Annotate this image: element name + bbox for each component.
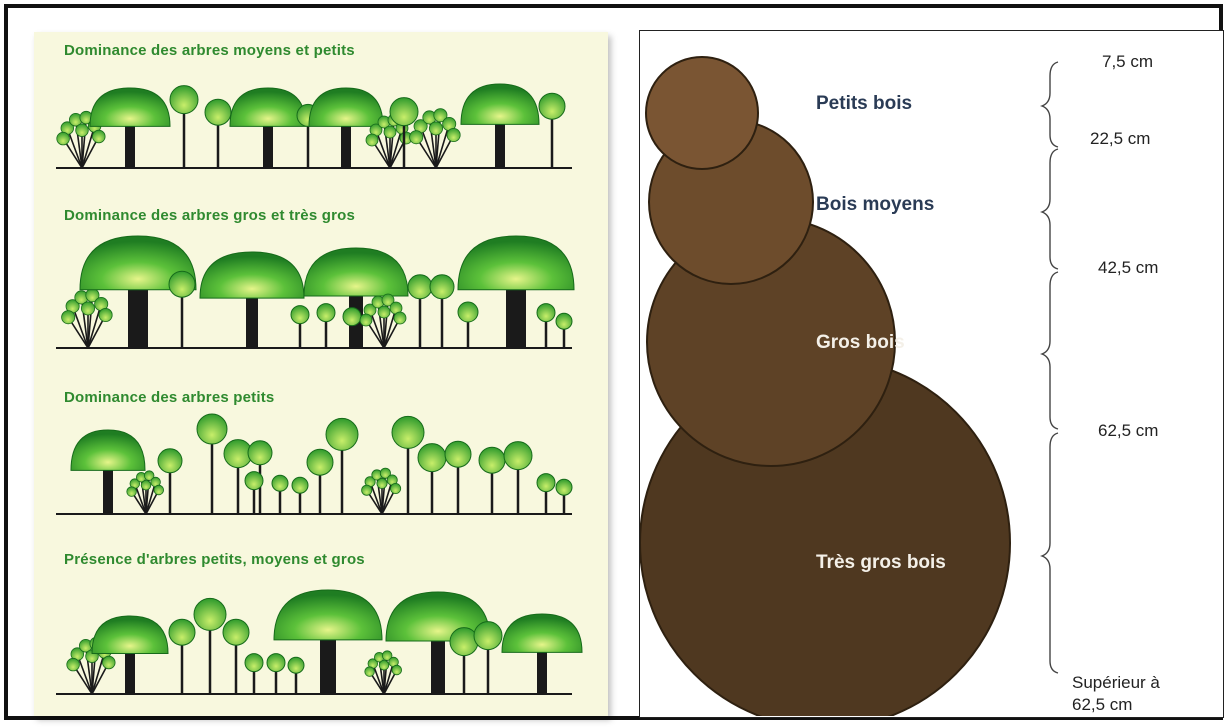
tree-crown <box>537 474 555 492</box>
shrub-leaf <box>62 311 75 324</box>
tree-crown <box>92 616 168 653</box>
tree-crown <box>223 619 249 645</box>
tree-crown <box>71 430 145 470</box>
tree-crown <box>418 444 446 472</box>
tree-crown <box>537 304 555 322</box>
label-superieur-value: 62,5 cm <box>1072 695 1132 715</box>
tree-crown <box>307 449 333 475</box>
tree-stands-illustration <box>34 32 608 716</box>
tree-crown <box>288 657 304 673</box>
tree-crown <box>450 628 478 656</box>
tree-crown <box>556 479 572 495</box>
tree-crown <box>205 99 231 125</box>
diameter-class-panel: Petits bois Bois moyens Gros bois Très g… <box>639 30 1224 718</box>
boundary-22-5-cm: 22,5 cm <box>1090 129 1150 149</box>
tree-stand-panel: Dominance des arbres moyens et petits Do… <box>34 32 608 716</box>
shrub-leaf <box>392 665 402 675</box>
tree-crown <box>169 271 195 297</box>
tree-crown <box>445 441 471 467</box>
brace-bois-moyens <box>1042 149 1058 269</box>
shrub-leaf <box>81 302 94 315</box>
shrub-leaf <box>391 483 401 493</box>
tree-crown <box>458 302 478 322</box>
tree-crown <box>539 93 565 119</box>
tree-crown <box>458 236 574 290</box>
section-title-medium-small: Dominance des arbres moyens et petits <box>64 42 355 59</box>
boundary-7-5-cm: 7,5 cm <box>1102 52 1153 72</box>
tree-crown <box>343 308 361 326</box>
tree-crown <box>309 88 383 126</box>
shrub-leaf <box>378 306 390 318</box>
tree-crown <box>502 614 582 652</box>
shrub-leaf <box>93 130 106 143</box>
shrub-leaf <box>141 480 151 490</box>
label-gros-bois: Gros bois <box>816 332 905 354</box>
tree-crown <box>169 619 195 645</box>
brace-gros-bois <box>1042 272 1058 429</box>
tree-crown <box>245 472 263 490</box>
shrub-leaf <box>360 314 372 326</box>
shrub-leaf <box>365 667 375 677</box>
shrub-leaf <box>76 124 89 137</box>
shrub-leaf <box>362 485 372 495</box>
tree-crown <box>197 414 227 444</box>
shrub-leaf <box>103 656 116 669</box>
tree-crown <box>304 248 408 296</box>
section-title-small: Dominance des arbres petits <box>64 389 274 406</box>
shrub-leaf <box>99 308 112 321</box>
label-tres-gros-bois: Très gros bois <box>816 552 946 574</box>
shrub-leaf <box>447 128 460 141</box>
tree-crown <box>317 304 335 322</box>
section-title-mixed: Présence d'arbres petits, moyens et gros <box>64 551 365 568</box>
tree-crown <box>90 88 170 126</box>
tree-crown <box>267 654 285 672</box>
shrub-leaf <box>384 126 396 138</box>
tree-crown <box>170 86 198 114</box>
tree-crown <box>200 252 304 298</box>
shrub-leaf <box>366 134 378 146</box>
figure-frame: Dominance des arbres moyens et petits Do… <box>4 4 1223 720</box>
label-petits-bois: Petits bois <box>816 93 912 115</box>
tree-crown <box>274 590 382 640</box>
shrub-leaf <box>154 485 164 495</box>
tree-crown <box>158 449 182 473</box>
tree-crown <box>248 441 272 465</box>
tree-crown <box>479 447 505 473</box>
tree-crown <box>408 275 432 299</box>
brace-petits-bois <box>1042 62 1058 147</box>
tree-crown <box>292 477 308 493</box>
tree-crown <box>291 306 309 324</box>
tree-crown <box>390 98 418 126</box>
shrub-leaf <box>379 660 389 670</box>
tree-crown <box>326 418 358 450</box>
label-superieur: Supérieur à <box>1072 673 1160 693</box>
shrub-leaf <box>67 658 80 671</box>
shrub-leaf <box>410 131 423 144</box>
tree-crown <box>392 416 424 448</box>
tree-crown <box>504 442 532 470</box>
tree-crown <box>230 88 306 126</box>
circle-petits-bois <box>646 57 758 169</box>
tree-crown <box>272 475 288 491</box>
shrub-leaf <box>394 312 406 324</box>
tree-crown <box>245 654 263 672</box>
section-title-large: Dominance des arbres gros et très gros <box>64 207 355 224</box>
tree-crown <box>194 598 226 630</box>
boundary-62-5-cm: 62,5 cm <box>1098 421 1158 441</box>
shrub-leaf <box>429 122 442 135</box>
tree-crown <box>430 275 454 299</box>
shrub-leaf <box>57 132 70 145</box>
boundary-42-5-cm: 42,5 cm <box>1098 258 1158 278</box>
tree-crown <box>474 622 502 650</box>
shrub-leaf <box>127 487 137 497</box>
tree-crown <box>461 84 539 124</box>
shrub-leaf <box>377 478 387 488</box>
tree-crown <box>556 313 572 329</box>
label-bois-moyens: Bois moyens <box>816 194 934 216</box>
brace-tres-gros-bois <box>1042 433 1058 673</box>
